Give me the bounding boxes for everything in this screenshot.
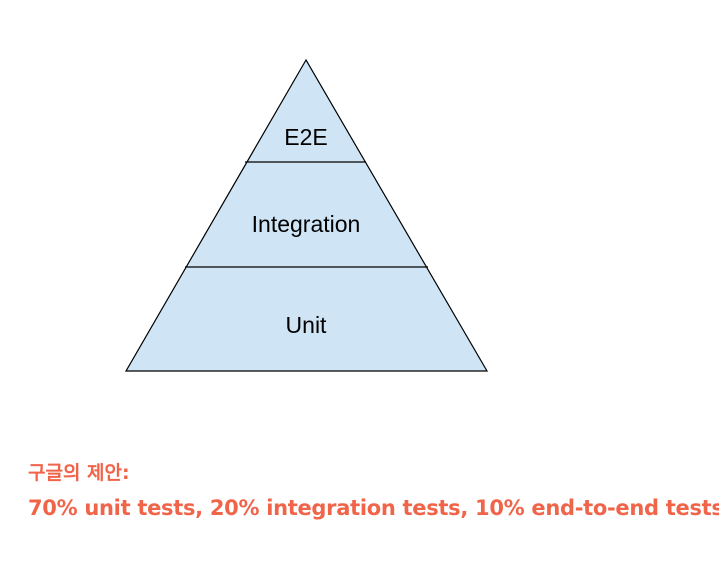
caption-title: 구글의 제안: [28,462,130,484]
tier-label-integration: Integration [252,211,361,237]
test-pyramid-diagram: E2E Integration Unit [124,58,489,372]
caption-body: 70% unit tests, 20% integration tests, 1… [28,496,719,520]
pyramid-outline [124,58,489,372]
tier-label-e2e: E2E [284,124,327,150]
tier-label-unit: Unit [286,312,328,338]
